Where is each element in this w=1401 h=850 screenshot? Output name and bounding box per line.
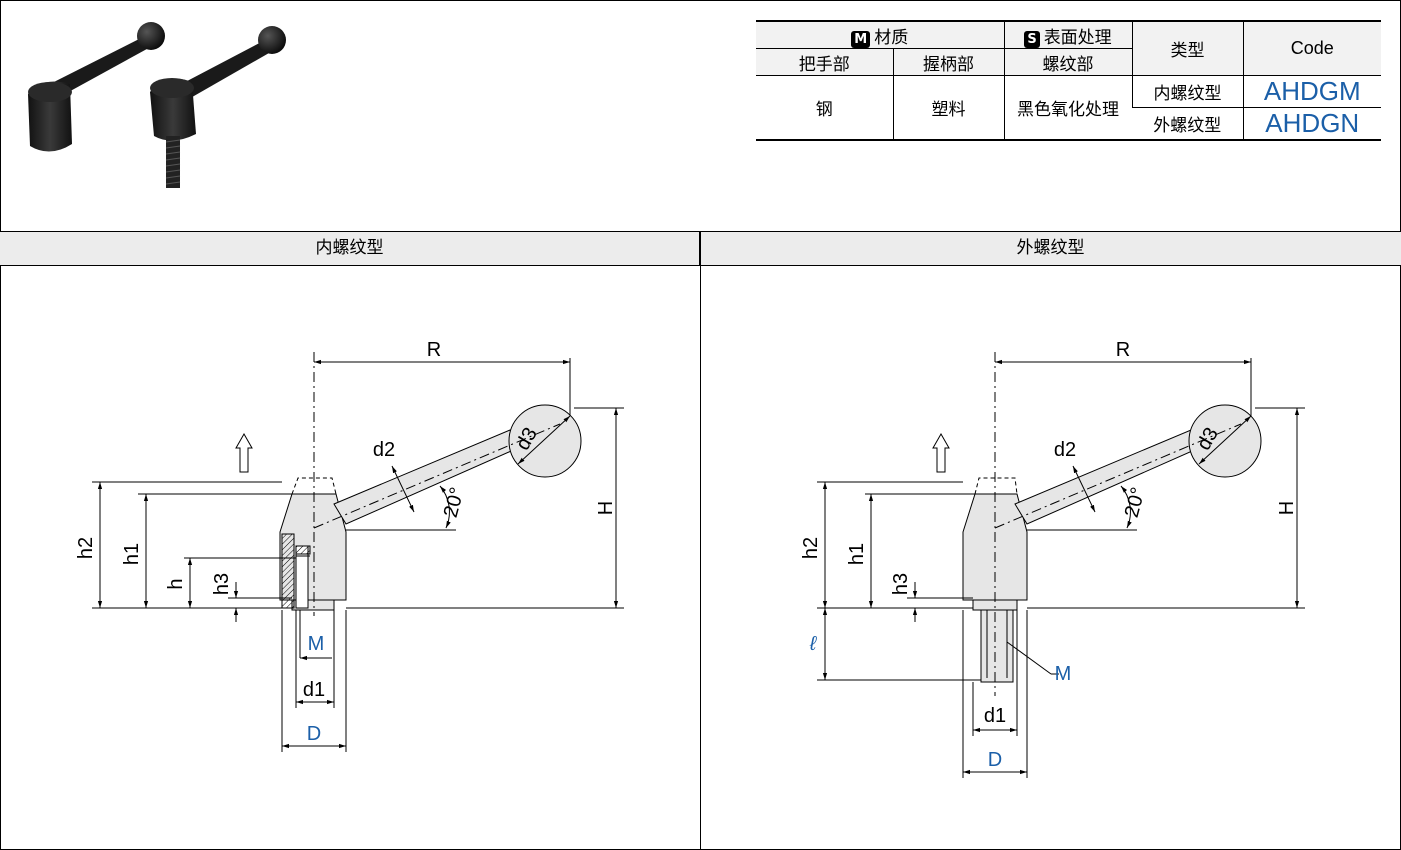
code-link-ahdgn[interactable]: AHDGN — [1242, 107, 1381, 140]
label-R: R — [427, 339, 441, 361]
label-d2: d2 — [1054, 439, 1076, 461]
code-header: Code — [1242, 21, 1381, 76]
label-D: D — [988, 749, 1002, 771]
label-H: H — [1276, 501, 1298, 515]
col-thread: 螺纹部 — [1003, 48, 1132, 76]
grip-material: 塑料 — [892, 75, 1004, 140]
label-l: ℓ — [809, 633, 818, 655]
label-h2: h2 — [800, 537, 822, 559]
label-h1: h1 — [846, 543, 868, 565]
label-M: M — [308, 633, 325, 655]
product-photo — [28, 22, 286, 188]
label-H: H — [595, 501, 617, 515]
label-angle: 20° — [1121, 485, 1150, 520]
drawing-internal-thread: R H d2 d3 20° h2 h1 h h3 M d1 D — [75, 339, 624, 752]
label-h3: h3 — [890, 573, 912, 595]
label-angle: 20° — [440, 485, 469, 520]
label-h3: h3 — [211, 573, 233, 595]
label-d1: d1 — [984, 705, 1006, 727]
panel-title-external: 外螺纹型 — [700, 232, 1401, 266]
col-grip: 握柄部 — [892, 48, 1004, 76]
label-d2: d2 — [373, 439, 395, 461]
col-handle: 把手部 — [756, 48, 893, 76]
label-M: M — [1055, 663, 1072, 685]
type-header: 类型 — [1131, 21, 1243, 76]
type-cell: 外螺纹型 — [1132, 107, 1243, 140]
panel-divider — [700, 232, 701, 850]
material-badge-icon: M — [851, 30, 871, 48]
label-h1: h1 — [121, 543, 143, 565]
code-link-ahdgm[interactable]: AHDGM — [1242, 75, 1381, 108]
surface-treatment: 黑色氧化处理 — [1003, 75, 1132, 140]
label-D: D — [307, 723, 321, 745]
panel-title-internal: 内螺纹型 — [0, 232, 700, 266]
handle-material: 钢 — [815, 100, 833, 120]
drawing-external-thread: R H d2 d3 20° h2 h1 h3 ℓ M d1 D — [800, 339, 1305, 778]
label-R: R — [1116, 339, 1130, 361]
label-h2: h2 — [75, 537, 97, 559]
type-cell: 内螺纹型 — [1131, 75, 1243, 108]
label-d1: d1 — [303, 679, 325, 701]
label-h: h — [165, 578, 187, 589]
surface-badge-icon: S — [1024, 30, 1040, 48]
